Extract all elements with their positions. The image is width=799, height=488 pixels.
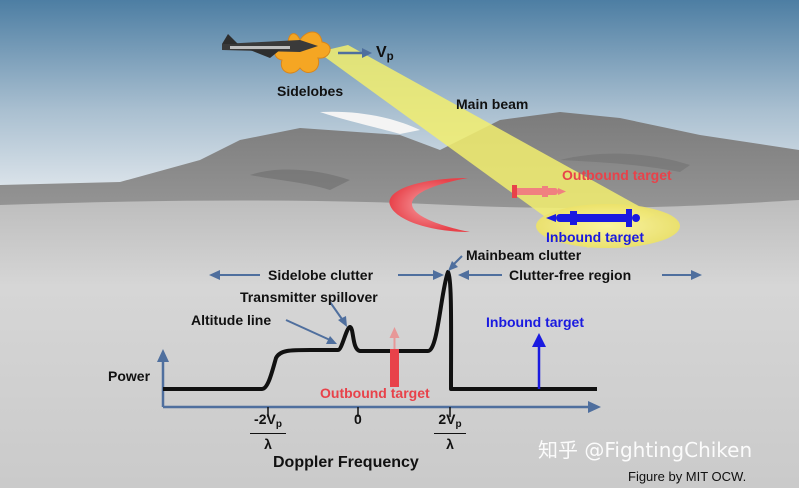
main-beam [318,45,655,248]
sidelobe-clutter-label: Sidelobe clutter [268,267,374,283]
frequency-axis [163,401,601,413]
inbound-missile [546,209,640,227]
tick-label-neg-2vp: -2Vp λ [250,412,286,451]
ridge-shadow [250,169,350,190]
tick-label-zero: 0 [354,411,362,427]
clutter-free-arrows [458,270,702,280]
velocity-arrow [338,48,372,58]
altitude-line-leader [285,319,337,344]
outbound-target-spectrum-label: Outbound target [320,385,430,401]
outbound-target-arrow [389,327,400,349]
main-beam-label: Main beam [456,96,529,112]
power-axis-label: Power [108,368,151,384]
spillover-leader [329,301,347,327]
mainbeam-clutter-label: Mainbeam clutter [466,247,582,263]
sidelobes-label: Sidelobes [277,83,344,99]
velocity-label: Vp [376,44,394,63]
frequency-axis-label: Doppler Frequency [273,454,419,471]
aircraft [222,31,331,74]
fuselage-stripe [230,46,290,49]
outbound-target-spike [390,349,399,387]
clutter-spectrum-curve [163,270,597,391]
power-axis [157,349,169,407]
outbound-target-scene-label: Outbound target [562,167,672,183]
clutter-free-region-label: Clutter-free region [509,267,632,283]
wing [250,50,280,58]
inbound-target-arrow [532,333,546,389]
transmitter-spillover-label: Transmitter spillover [240,289,378,305]
mainbeam-clutter-leader [448,255,463,271]
outbound-missile [512,185,566,198]
sidelobe-ground-arc [389,178,470,232]
tick-label-pos-2vp: 2Vp λ [434,412,466,451]
ridge-shadow [560,153,690,172]
inbound-target-spectrum-label: Inbound target [486,314,584,330]
tail-fin [222,34,238,44]
watermark: 知乎 @FightingChiken [538,438,753,462]
figure-credit: Figure by MIT OCW. [628,469,747,484]
ground [0,200,799,488]
snow-patch [320,111,420,134]
sidelobe-clutter-arrows [209,270,444,280]
inbound-target-scene-label: Inbound target [546,229,644,245]
altitude-line-label: Altitude line [191,312,272,328]
